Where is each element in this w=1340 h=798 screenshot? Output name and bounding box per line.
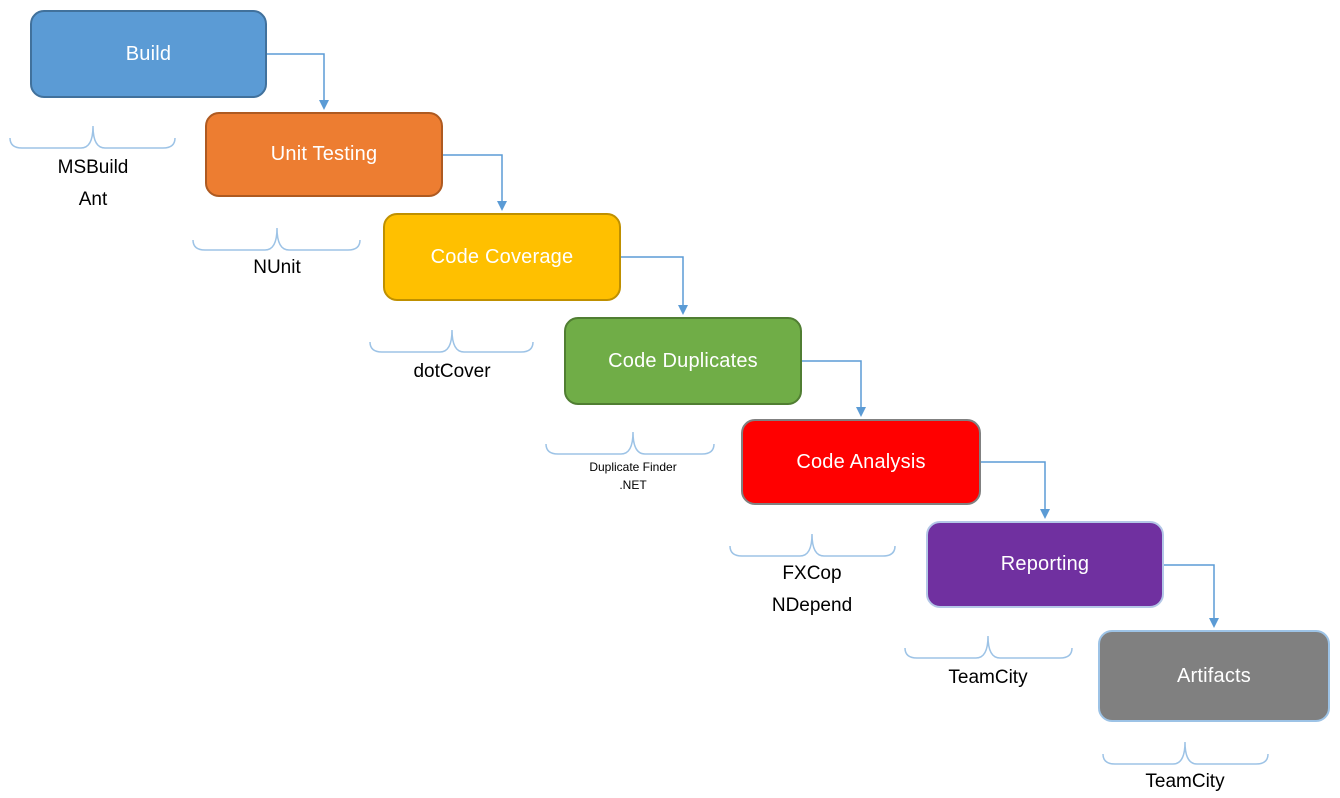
tools-label-code-analysis: FXCop NDepend — [722, 558, 902, 622]
connector-unit-testing-to-coverage — [443, 154, 507, 211]
tool-name: FXCop — [782, 563, 842, 584]
stage-box-code-analysis: Code Analysis — [741, 419, 981, 505]
connector-analysis-to-reporting — [981, 461, 1050, 519]
tool-name: TeamCity — [948, 667, 1028, 688]
tool-name: NDepend — [771, 595, 853, 616]
stage-label-artifacts: Artifacts — [1176, 664, 1252, 687]
brace-unit-testing — [192, 227, 361, 251]
stage-box-code-duplicates: Code Duplicates — [564, 317, 802, 405]
stage-box-reporting: Reporting — [926, 521, 1164, 608]
tools-label-code-duplicates: Duplicate Finder .NET — [543, 458, 723, 494]
tools-label-reporting: TeamCity — [898, 662, 1078, 694]
stage-label-reporting: Reporting — [1000, 553, 1090, 575]
stage-box-unit-testing: Unit Testing — [205, 112, 443, 197]
tools-label-artifacts: TeamCity — [1095, 766, 1275, 798]
brace-code-analysis — [729, 533, 896, 557]
stage-box-code-coverage: Code Coverage — [383, 213, 621, 301]
tool-name: TeamCity — [1145, 771, 1225, 792]
connectors — [267, 53, 1219, 628]
connector-build-to-unit-testing — [267, 53, 329, 110]
tool-name: NUnit — [253, 257, 301, 278]
tool-name: dotCover — [413, 361, 491, 382]
stage-box-build: Build — [30, 10, 267, 98]
stage-box-artifacts: Artifacts — [1098, 630, 1330, 722]
braces — [9, 125, 1269, 765]
tool-name: MSBuild — [57, 157, 129, 178]
tools-label-build: MSBuild Ant — [3, 152, 183, 216]
connector-reporting-to-artifacts — [1164, 564, 1219, 628]
tool-name: Ant — [78, 189, 108, 210]
brace-code-coverage — [369, 329, 534, 353]
connector-duplicates-to-analysis — [802, 360, 866, 417]
tool-name: Duplicate Finder — [589, 460, 677, 474]
connector-coverage-to-duplicates — [621, 256, 688, 315]
tools-label-unit-testing: NUnit — [187, 252, 367, 284]
brace-artifacts — [1102, 741, 1269, 765]
stage-label-code-coverage: Code Coverage — [430, 245, 574, 268]
brace-code-duplicates — [545, 431, 715, 455]
tools-label-code-coverage: dotCover — [362, 356, 542, 388]
stage-label-code-analysis: Code Analysis — [796, 450, 926, 473]
brace-reporting — [904, 635, 1073, 659]
brace-build — [9, 125, 176, 149]
tool-name: .NET — [619, 478, 647, 492]
stage-label-code-duplicates: Code Duplicates — [608, 349, 758, 372]
stage-label-unit-testing: Unit Testing — [270, 143, 378, 165]
stage-label-build: Build — [125, 42, 172, 65]
